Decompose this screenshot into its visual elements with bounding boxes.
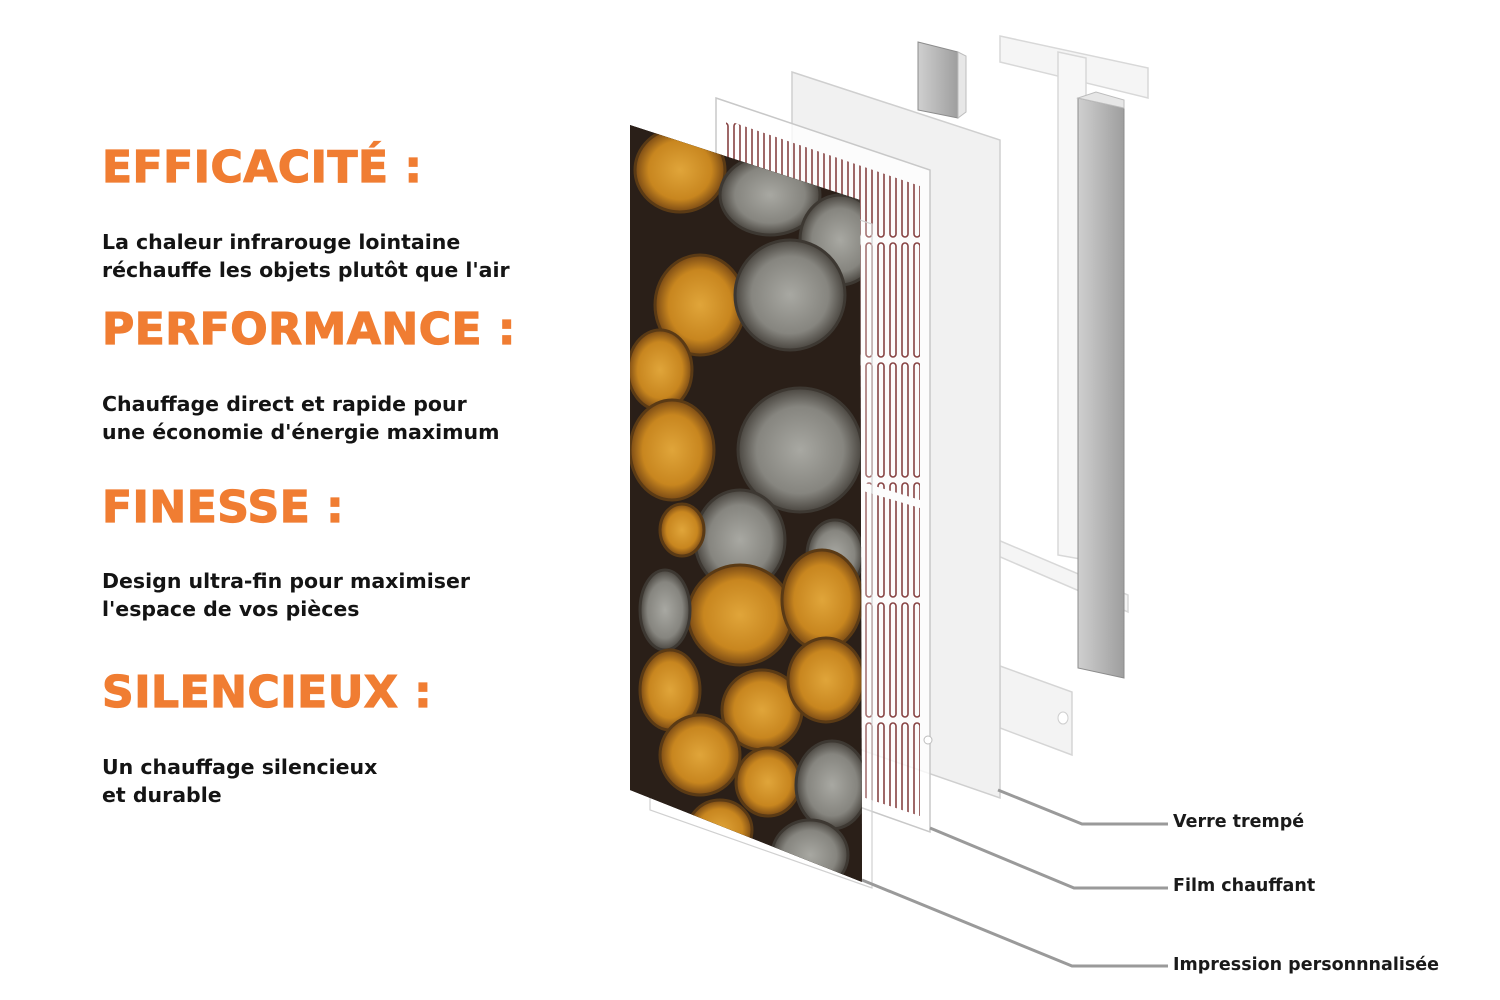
feature-line: une économie d'énergie maximum (102, 420, 500, 444)
feature-title-silencieux: SILENCIEUX : (101, 666, 433, 718)
feature-text-performance: Chauffage direct et rapide pour une écon… (102, 390, 499, 446)
leader-line-film (929, 826, 1168, 890)
feature-text-efficacite: La chaleur infrarouge lointaine réchauff… (102, 228, 510, 284)
leader-line-impression (861, 878, 1168, 968)
feature-line: Design ultra-fin pour maximiser (102, 569, 470, 593)
callout-film-chauffant: Film chauffant (1173, 876, 1316, 896)
feature-line: Chauffage direct et rapide pour (102, 392, 467, 416)
feature-line: réchauffe les objets plutôt que l'air (102, 258, 510, 282)
custom-print-panel (630, 125, 862, 882)
callout-verre-trempe: Verre trempé (1173, 812, 1305, 832)
feature-text-silencieux: Un chauffage silencieux et durable (102, 753, 377, 809)
feature-line: Un chauffage silencieux (102, 755, 378, 779)
feature-title-finesse: FINESSE : (101, 481, 345, 533)
mounting-frame (997, 35, 1149, 757)
feature-title-efficacite: EFFICACITÉ : (101, 141, 423, 193)
feature-line: l'espace de vos pièces (102, 597, 360, 621)
feature-title-performance: PERFORMANCE : (101, 303, 516, 355)
features-column: EFFICACITÉ : La chaleur infrarouge loint… (0, 0, 620, 1000)
wall-bar-right (1076, 91, 1125, 679)
feature-line: et durable (102, 783, 222, 807)
leader-line-verre (997, 788, 1168, 826)
callout-impression-personnalisee: Impression personnnalisée (1173, 955, 1439, 975)
feature-text-finesse: Design ultra-fin pour maximiser l'espace… (102, 567, 470, 623)
wall-bar-left (917, 41, 967, 119)
feature-line: La chaleur infrarouge lointaine (102, 230, 461, 254)
leader-lines (861, 788, 1168, 968)
